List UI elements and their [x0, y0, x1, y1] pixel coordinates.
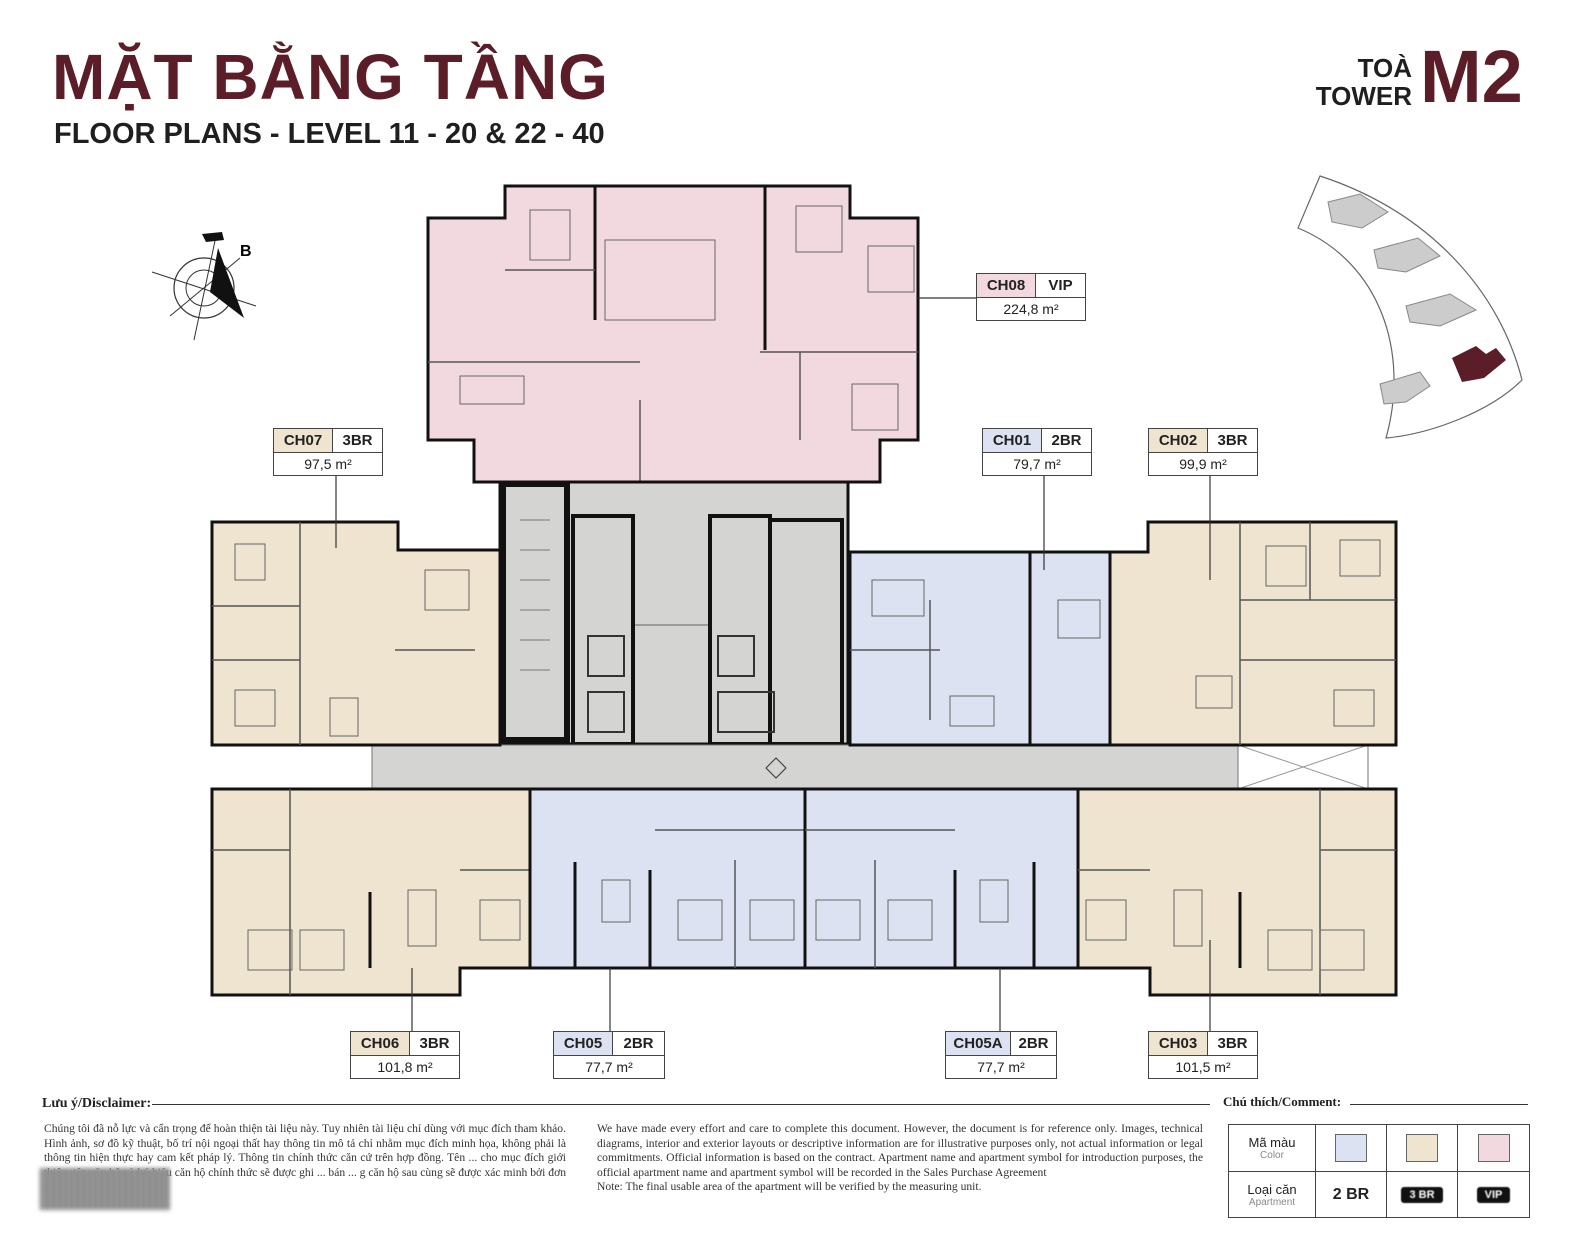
- legend-type-3br: 3 BR: [1387, 1172, 1458, 1217]
- unit-type: 3BR: [1217, 432, 1248, 449]
- disclaimer-heading: Lưu ý/Disclaimer:: [42, 1096, 152, 1111]
- unit-area: 101,5 m²: [1175, 1059, 1231, 1075]
- unit-area: 224,8 m²: [1003, 301, 1059, 317]
- unit-ch03: [1076, 787, 1398, 997]
- unit-label-ch05a: CH05A 2BR 77,7 m²: [945, 1031, 1057, 1079]
- unit-area: 101,8 m²: [377, 1059, 433, 1075]
- legend-apt-header: Loại căn Apartment: [1229, 1172, 1316, 1217]
- vip-unit-ch08: [426, 184, 920, 484]
- unit-code: CH07: [274, 429, 333, 452]
- legend-apt-vi: Loại căn: [1247, 1181, 1297, 1197]
- leader-lines: [335, 297, 1211, 1032]
- unit-code: CH08: [977, 274, 1036, 297]
- disclaimer-en-block: We have made every effort and care to co…: [597, 1122, 1203, 1195]
- unit-ch02: [1108, 520, 1398, 747]
- unit-ch07: [210, 520, 502, 747]
- tower-code: M2: [1420, 35, 1523, 118]
- tower-en-label: TOWER: [1315, 81, 1412, 111]
- unit-ch01: [848, 550, 1112, 747]
- legend-swatch-2br: [1316, 1125, 1387, 1172]
- disclaimer-en: We have made every effort and care to co…: [597, 1122, 1203, 1179]
- legend-swatch-vip: [1458, 1125, 1529, 1172]
- legend-type-2br: 2 BR: [1316, 1172, 1387, 1217]
- disclaimer-rule: [152, 1104, 1210, 1105]
- unit-code: CH01: [983, 429, 1042, 452]
- legend-color-vi: Mã màu: [1248, 1135, 1296, 1150]
- unit-area: 77,7 m²: [977, 1059, 1025, 1075]
- legend-table: Mã màu Color Loại căn Apartment 2 BR 3 B…: [1228, 1124, 1530, 1218]
- unit-type: 2BR: [1018, 1035, 1049, 1052]
- unit-ch06: [210, 787, 532, 997]
- tower-vi-label: TOÀ: [1357, 53, 1412, 83]
- legend-type-3br-label: 3 BR: [1401, 1186, 1443, 1203]
- disclaimer-note: Note: The final usable area of the apart…: [597, 1180, 982, 1194]
- unit-type: 3BR: [342, 432, 373, 449]
- unit-area: 99,9 m²: [1179, 456, 1227, 472]
- legend-color-en: Color: [1260, 1150, 1284, 1161]
- legend-type-vip-label: VIP: [1476, 1186, 1511, 1203]
- legend-color-header: Mã màu Color: [1229, 1125, 1316, 1172]
- unit-area: 79,7 m²: [1013, 456, 1061, 472]
- site-key-map: [1297, 175, 1523, 439]
- unit-label-ch03: CH03 3BR 101,5 m²: [1148, 1031, 1258, 1079]
- unit-label-ch01: CH01 2BR 79,7 m²: [982, 428, 1092, 476]
- unit-type: VIP: [1036, 274, 1085, 297]
- tower-words: TOÀ TOWER: [1296, 54, 1412, 110]
- legend-apt-en: Apartment: [1248, 1196, 1296, 1208]
- unit-code: CH05A: [946, 1032, 1011, 1055]
- unit-label-ch02: CH02 3BR 99,9 m²: [1148, 428, 1258, 476]
- unit-type: 2BR: [623, 1035, 654, 1052]
- unit-code: CH05: [554, 1032, 613, 1055]
- corridor: [371, 744, 1239, 790]
- unit-code: CH03: [1149, 1032, 1208, 1055]
- unit-area: 77,7 m²: [585, 1059, 633, 1075]
- unit-ch05a: [803, 787, 1080, 970]
- service-core: [498, 480, 850, 746]
- unit-label-ch06: CH06 3BR 101,8 m²: [350, 1031, 460, 1079]
- compass-letter: B: [240, 243, 252, 260]
- unit-type: 3BR: [1217, 1035, 1248, 1052]
- page-subtitle: FLOOR PLANS - LEVEL 11 - 20 & 22 - 40: [54, 118, 605, 150]
- legend-type-vip: VIP: [1458, 1172, 1529, 1217]
- legend-rule: [1350, 1104, 1528, 1105]
- unit-type: 3BR: [419, 1035, 450, 1052]
- unit-code: CH06: [351, 1032, 410, 1055]
- legend-heading: Chú thích/Comment:: [1223, 1094, 1342, 1109]
- page-title: MẶT BẰNG TẦNG: [52, 41, 609, 113]
- unit-label-ch05: CH05 2BR 77,7 m²: [553, 1031, 665, 1079]
- unit-area: 97,5 m²: [304, 456, 352, 472]
- unit-label-ch07: CH07 3BR 97,5 m²: [273, 428, 383, 476]
- redacted-block: [40, 1168, 170, 1210]
- unit-code: CH02: [1149, 429, 1208, 452]
- legend-swatch-3br: [1387, 1125, 1458, 1172]
- unit-ch05: [528, 787, 807, 970]
- unit-type: 2BR: [1051, 432, 1082, 449]
- compass-icon: B: [151, 232, 257, 341]
